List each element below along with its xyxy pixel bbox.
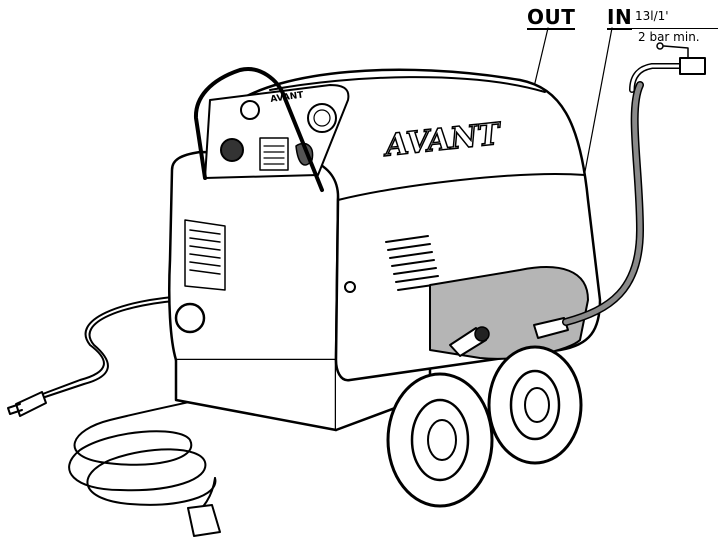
panel-dial-icon (241, 101, 259, 119)
pressure-gauge-icon (308, 104, 336, 132)
front-wheel (388, 374, 492, 506)
inlet-label: IN (607, 6, 632, 30)
left-vent-grille (185, 220, 225, 290)
flow-rate-label: 13l/1' (635, 9, 669, 23)
outlet-label: OUT (527, 6, 575, 30)
panel-switch-block (260, 138, 288, 170)
panel-knob-icon (221, 139, 243, 161)
side-bolt (345, 282, 355, 292)
cable-entry-knob (176, 304, 204, 332)
spec-divider (612, 28, 718, 29)
rear-wheel (489, 347, 581, 463)
power-cable (8, 296, 186, 416)
min-pressure-label: 2 bar min. (638, 30, 700, 44)
